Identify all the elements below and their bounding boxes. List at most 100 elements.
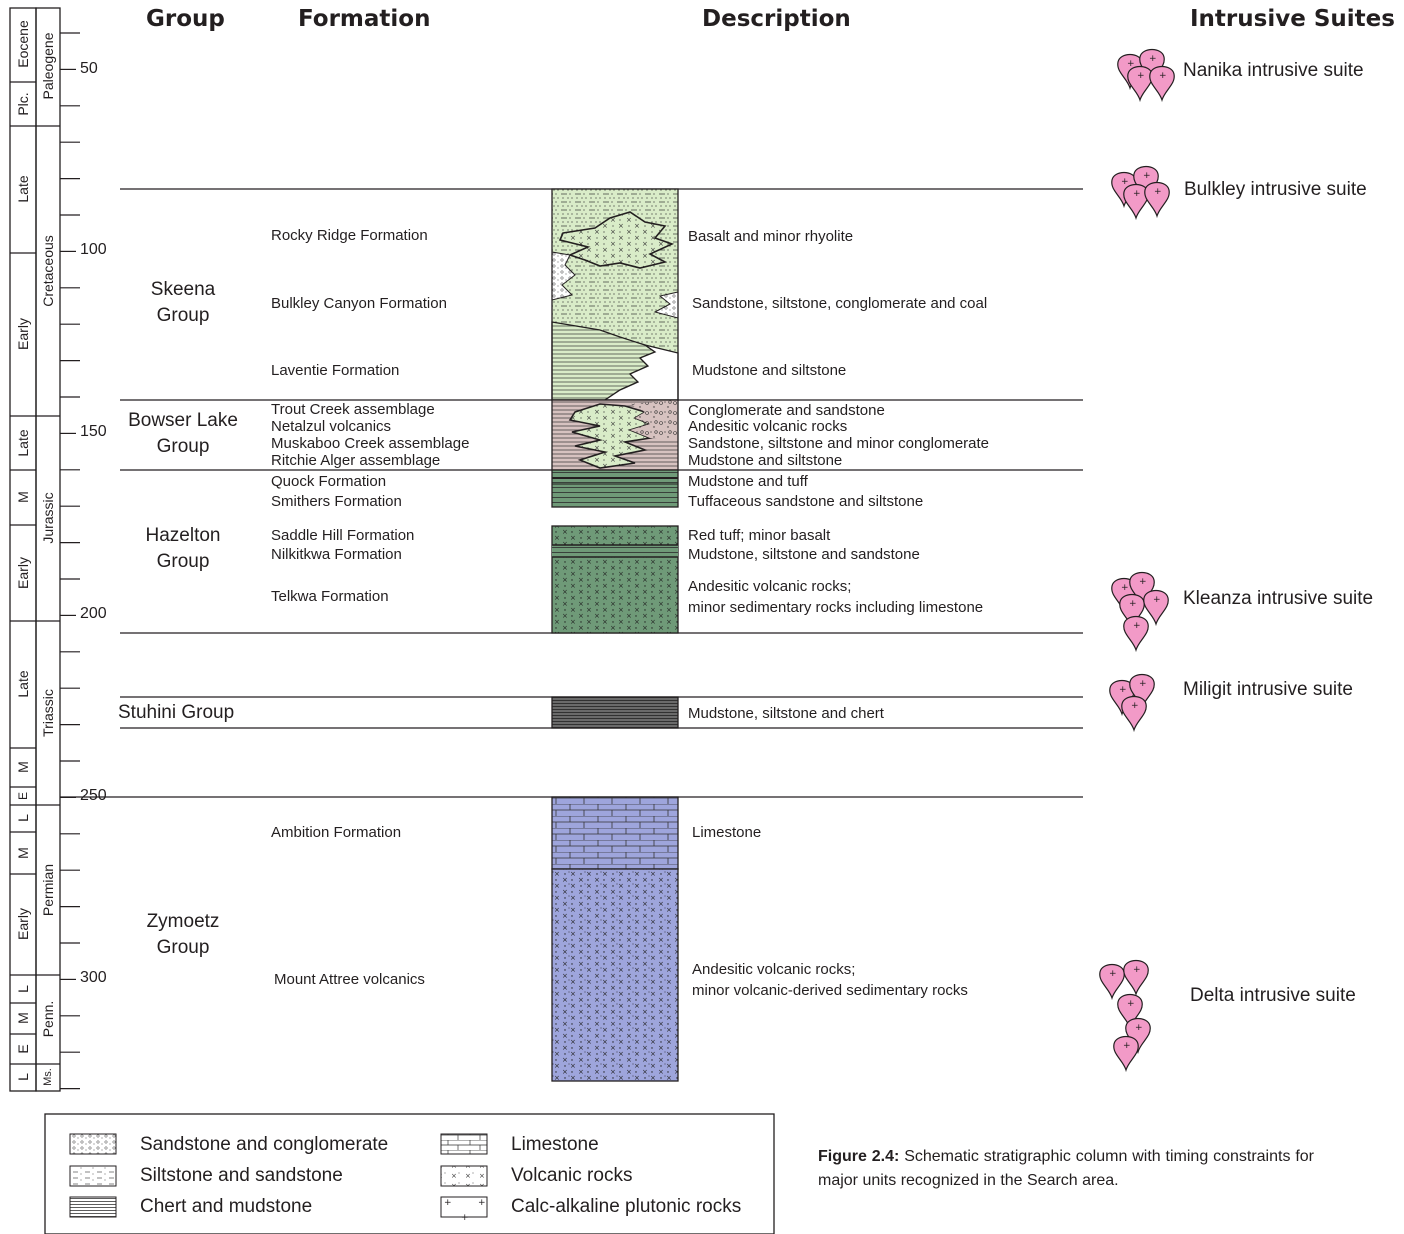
- header-intrusive-suites: Intrusive Suites: [1190, 6, 1395, 32]
- period-label: Permian: [40, 863, 56, 917]
- tick-label: 50: [80, 60, 98, 77]
- pluton-cross: +: [1121, 583, 1129, 593]
- legend-label: Siltstone and sandstone: [140, 1165, 343, 1186]
- pluton-drop: [1143, 589, 1169, 627]
- pluton-cross: +: [1139, 577, 1147, 587]
- legend-label: Calc-alkaline plutonic rocks: [511, 1196, 742, 1217]
- legend-swatch-volcanic: [440, 1165, 488, 1187]
- pluton-drop: [1144, 181, 1170, 219]
- saddle-hill-telkwa: [551, 525, 679, 634]
- svg-text:+: +: [461, 1213, 469, 1223]
- pluton-cross: +: [1127, 59, 1135, 69]
- tick-label: 150: [80, 423, 107, 440]
- bulkley-canyon-wedge: [551, 251, 576, 301]
- pluton-drop: [1123, 183, 1149, 221]
- legend-box: + + +: [44, 1113, 775, 1234]
- period-label: Ms.: [42, 1068, 54, 1086]
- epoch-label: Late: [15, 670, 31, 698]
- formation-label: Quock Formation: [271, 473, 387, 490]
- header-group: Group: [146, 6, 225, 32]
- pluton-drop: [1113, 1035, 1139, 1073]
- legend-swatch-limestone: [440, 1133, 488, 1155]
- pluton-cross: +: [1121, 177, 1129, 187]
- formation-label: Muskaboo Creek assemblage: [271, 435, 470, 452]
- description-label: Sandstone, siltstone and minor conglomer…: [688, 435, 990, 452]
- formation-label: Smithers Formation: [271, 493, 402, 510]
- period-label: Eocene: [15, 20, 31, 68]
- nilkitkwa-band: [552, 545, 678, 557]
- legend-label: Limestone: [511, 1134, 599, 1155]
- formation-label: Netalzul volcanics: [271, 418, 392, 435]
- epoch-label: M: [15, 761, 31, 773]
- formation-label: Nilkitkwa Formation: [271, 546, 402, 563]
- epoch-label: M: [15, 1012, 31, 1024]
- pluton-cross: +: [1137, 71, 1145, 81]
- pluton-cross: +: [1119, 685, 1127, 695]
- formation-label: Laventie Formation: [271, 362, 400, 379]
- group-label: Bowser Lake Group: [128, 410, 238, 457]
- rocky-ridge-volcanics: [558, 211, 675, 269]
- period-label: Jurassic: [40, 492, 56, 544]
- description-label: Andesitic volcanic rocks;: [688, 578, 852, 595]
- legend-swatch-siltstone: [69, 1165, 117, 1187]
- epoch-label: E: [15, 1044, 31, 1054]
- pluton-icon-miligit: +++: [1109, 673, 1155, 733]
- formation-label: Ambition Formation: [271, 824, 402, 841]
- svg-text:+: +: [478, 1198, 486, 1208]
- quock-smithers: [551, 469, 679, 508]
- formation-label: Saddle Hill Formation: [271, 527, 415, 544]
- period-label: Plc.: [15, 92, 31, 116]
- description-label: Andesitic volcanic rocks: [688, 418, 848, 435]
- description-label: minor sedimentary rocks including limest…: [688, 599, 984, 616]
- timescale: [9, 7, 61, 1092]
- pluton-icon-bulkley: ++++: [1111, 165, 1170, 221]
- legend-swatch-plutonic: + + +: [440, 1196, 488, 1223]
- description-label: Limestone: [692, 824, 762, 841]
- figure-caption: Figure 2.4: Schematic stratigraphic colu…: [818, 1145, 1314, 1193]
- legend-label: Sandstone and conglomerate: [140, 1134, 389, 1155]
- epoch-label: L: [15, 1073, 31, 1081]
- description-label: Red tuff; minor basalt: [688, 527, 831, 544]
- formation-label: Rocky Ridge Formation: [271, 227, 428, 244]
- pluton-drop: [1123, 959, 1149, 997]
- epoch-label: M: [15, 847, 31, 859]
- description-label: Mudstone and tuff: [688, 473, 808, 490]
- suite-label: Delta intrusive suite: [1190, 985, 1356, 1006]
- group-label: Zymoetz Group: [146, 911, 220, 958]
- period-label: Paleogene: [40, 32, 56, 100]
- pluton-cross: +: [1133, 621, 1141, 631]
- pluton-cross: +: [1109, 969, 1117, 979]
- legend-label: Chert and mudstone: [140, 1196, 313, 1217]
- pluton-drop: [1121, 695, 1147, 733]
- description-label: Mudstone and siltstone: [692, 362, 847, 379]
- description-label: Mudstone and siltstone: [688, 452, 843, 469]
- pluton-icon-nanika: ++++: [1117, 48, 1175, 103]
- epoch-label: L: [15, 985, 31, 993]
- pluton-drop: [1117, 993, 1143, 1031]
- pluton-cross: +: [1135, 1023, 1143, 1033]
- caption-text: Schematic stratigraphic column with timi…: [818, 1148, 1314, 1189]
- epoch-label: E: [16, 791, 30, 801]
- ambition-limestone: [551, 796, 679, 870]
- pluton-cross: +: [1143, 171, 1151, 181]
- pluton-cross: +: [1131, 701, 1139, 711]
- formation-label: Trout Creek assemblage: [271, 401, 435, 418]
- pluton-cross: +: [1153, 595, 1161, 605]
- pluton-cross: +: [1133, 965, 1141, 975]
- tick-label: 300: [80, 969, 107, 986]
- description-label: minor volcanic-derived sedimentary rocks: [692, 982, 968, 999]
- epoch-label: Late: [15, 175, 31, 203]
- header-formation: Formation: [298, 6, 431, 32]
- pluton-drop: [1149, 65, 1175, 103]
- formation-label: Mount Attree volcanics: [274, 971, 425, 988]
- pluton-drop: [1129, 673, 1155, 711]
- epoch-label: Early: [15, 318, 31, 350]
- timescale-ticks: [60, 32, 80, 1090]
- svg-text:+: +: [444, 1198, 452, 1208]
- pluton-drop: [1119, 593, 1145, 631]
- formation-label: Telkwa Formation: [271, 588, 389, 605]
- epoch-label: M: [15, 491, 31, 503]
- epoch-label: Late: [15, 429, 31, 457]
- pluton-cross: +: [1127, 999, 1135, 1009]
